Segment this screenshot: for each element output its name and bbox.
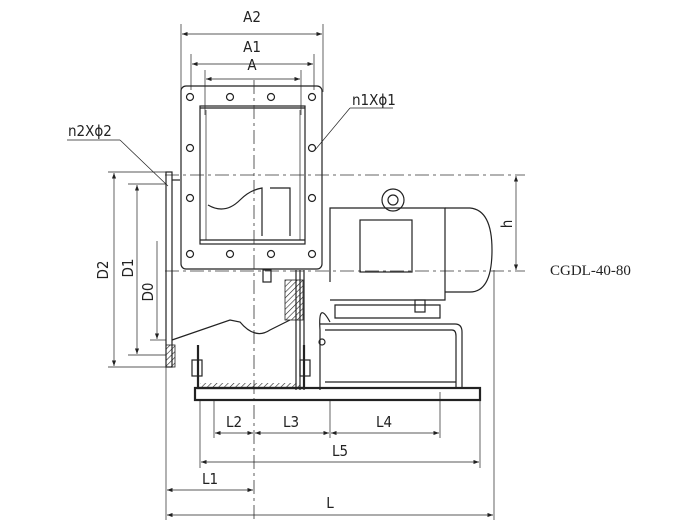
lifting-eye [381,188,405,212]
dimension-D2: D2 [94,171,166,368]
label-A2: A2 [243,8,261,26]
label-L1: L1 [202,470,218,488]
inlet-flange-frame [180,85,323,270]
hole-callout-n1: n1Xϕ1 [314,91,396,151]
label-L3: L3 [283,413,299,431]
outlet-flange [165,171,291,368]
model-label: CGDL-40-80 [550,263,631,279]
label-L: L [326,494,334,512]
motor [318,188,493,390]
label-n1-phi1: n1Xϕ1 [352,91,396,109]
dimension-L5: L5 [199,400,481,468]
label-D1: D1 [119,259,137,278]
label-L2: L2 [226,413,242,431]
dimension-D0: D0 [139,241,166,341]
terminal-box [359,219,413,273]
label-A: A [247,56,257,74]
label-n2-phi2: n2Xϕ2 [68,122,112,140]
pump-body [191,269,311,390]
bolt-holes [185,92,317,259]
bolt [414,299,426,313]
hole-callout-n2: n2Xϕ2 [67,122,169,187]
label-A1: A1 [243,38,261,56]
dimension-A1: A1 [190,38,315,90]
dimension-A2: A2 [180,8,324,92]
label-L5: L5 [332,442,348,460]
dimension-h: h [498,176,519,270]
dimension-L1: L1 [165,367,253,520]
base-frame [193,323,482,402]
dimension-L2-L3-L4: L2 L3 L4 [213,392,441,438]
label-L4: L4 [376,413,392,431]
label-D2: D2 [94,261,112,280]
dimension-D1: D1 [119,183,166,356]
label-h: h [498,220,516,229]
dimension-L: L [167,270,495,520]
label-D0: D0 [139,283,157,302]
